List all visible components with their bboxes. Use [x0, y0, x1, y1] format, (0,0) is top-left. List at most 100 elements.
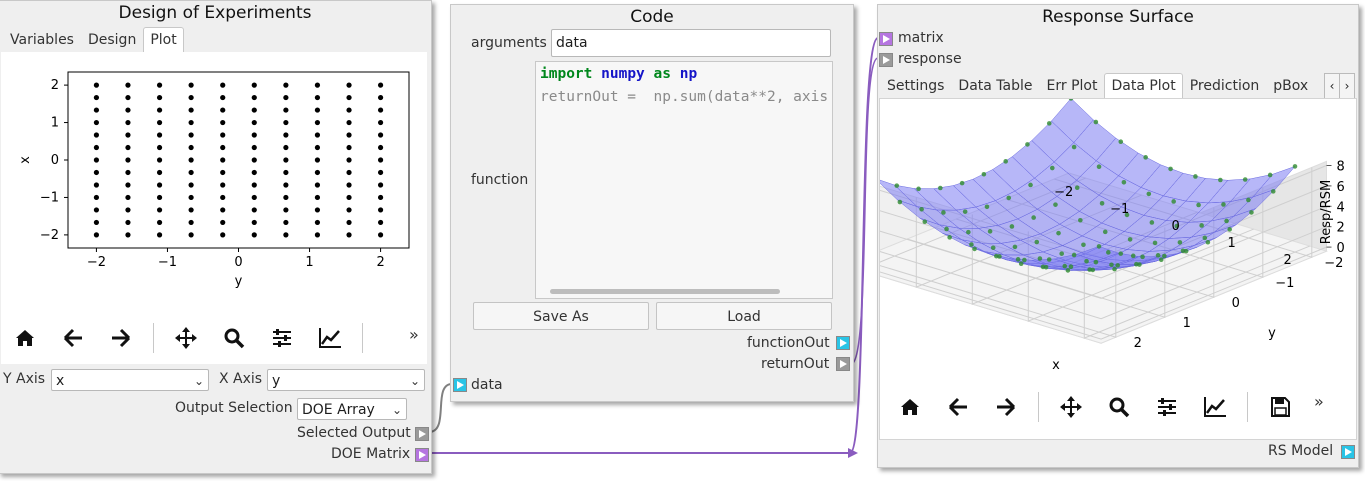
data-point	[1162, 253, 1167, 259]
matrix-port[interactable]	[879, 32, 893, 46]
save-as-button[interactable]: Save As	[473, 302, 649, 330]
tab-scroll-right-button[interactable]: ›	[1339, 73, 1355, 99]
z-tick-label: 0	[1337, 241, 1345, 256]
data-point	[314, 219, 321, 226]
data-point	[981, 171, 987, 177]
data-point	[1205, 239, 1211, 245]
data-point	[1043, 264, 1049, 270]
output-selection-select[interactable]: DOE Array ⌄	[297, 398, 407, 420]
code-node[interactable]: Code arguments data function import nump…	[450, 4, 854, 402]
data-point	[314, 232, 321, 238]
tab-plot[interactable]: Plot	[143, 27, 184, 52]
data-point	[188, 232, 194, 238]
data-point	[1112, 266, 1117, 272]
data-point	[220, 119, 226, 126]
zoom-magnifier-icon[interactable]	[210, 318, 258, 358]
data-point	[220, 232, 226, 238]
data-point	[251, 169, 257, 176]
data-point	[1046, 257, 1052, 262]
data-point	[93, 232, 100, 238]
doe-matrix-port[interactable]	[415, 448, 429, 462]
data-point	[1050, 165, 1055, 171]
data-point	[1158, 257, 1164, 262]
response-port[interactable]	[879, 53, 893, 67]
response-surface-node[interactable]: Response Surface matrix response Setting…	[877, 4, 1359, 468]
data-point	[346, 144, 352, 151]
data-point	[377, 107, 384, 113]
data-point	[283, 94, 289, 101]
load-button[interactable]: Load	[656, 302, 832, 330]
data-point	[1168, 166, 1173, 172]
data-input-port[interactable]	[453, 378, 467, 392]
arguments-input[interactable]: data	[551, 29, 831, 57]
x-tick-label: 1	[305, 255, 313, 270]
data-point	[346, 119, 352, 126]
tab-data-plot[interactable]: Data Plot	[1104, 73, 1183, 98]
data-point	[93, 132, 100, 138]
horizontal-scrollbar[interactable]	[550, 289, 780, 294]
data-point	[220, 182, 226, 188]
back-arrow-icon[interactable]	[49, 318, 97, 358]
home-icon[interactable]	[1, 318, 49, 358]
tab-settings[interactable]: Settings	[887, 78, 945, 94]
data-point	[125, 219, 131, 226]
tab-data-table[interactable]: Data Table	[958, 78, 1033, 94]
selected-output-port[interactable]	[415, 427, 429, 441]
data-point	[1037, 256, 1043, 261]
tab-scroll-left-button[interactable]: ‹	[1324, 73, 1340, 99]
data-point	[220, 82, 226, 88]
data-point	[283, 144, 289, 151]
tab-pbox[interactable]: pBox	[1273, 78, 1309, 94]
data-point	[156, 182, 163, 188]
data-point	[314, 182, 321, 188]
data-point	[251, 194, 257, 201]
y-axis-title: x	[18, 156, 33, 164]
data-point	[894, 183, 900, 188]
configure-sliders-icon[interactable]	[1143, 387, 1191, 427]
tab-variables[interactable]: Variables	[10, 32, 74, 48]
toolbar-more-button[interactable]: »	[409, 324, 419, 344]
home-icon[interactable]	[886, 387, 934, 427]
data-point	[283, 157, 289, 163]
pan-move-icon[interactable]	[1047, 387, 1095, 427]
data-point	[1012, 244, 1018, 250]
data-point	[283, 207, 289, 213]
forward-arrow-icon[interactable]	[97, 318, 145, 358]
zoom-magnifier-icon[interactable]	[1095, 387, 1143, 427]
save-figure-icon[interactable]	[1256, 387, 1304, 427]
y-tick-label: −2	[40, 228, 59, 243]
function-code-editor[interactable]: import numpy as np returnOut = np.sum(da…	[535, 61, 833, 299]
edit-axis-chart-icon[interactable]	[1191, 387, 1239, 427]
data-point	[377, 207, 384, 213]
data-point	[93, 144, 100, 151]
wire-arrow-doe-matrix	[848, 448, 858, 458]
rs-plot-toolbar: »	[886, 387, 1324, 427]
data-point	[220, 132, 226, 138]
y-tick-label: 0	[1232, 296, 1240, 311]
tab-design[interactable]: Design	[87, 32, 137, 48]
toolbar-more-button[interactable]: »	[1314, 391, 1324, 411]
tab-prediction[interactable]: Prediction	[1189, 78, 1260, 94]
data-point	[220, 157, 226, 163]
data-point	[283, 232, 289, 238]
x-axis-select[interactable]: y ⌄	[267, 369, 425, 391]
tab-err-plot[interactable]: Err Plot	[1046, 78, 1098, 94]
function-out-port[interactable]	[836, 336, 850, 350]
pan-move-icon[interactable]	[162, 318, 210, 358]
data-point	[125, 82, 131, 88]
data-point	[314, 107, 321, 113]
doe-node[interactable]: Design of Experiments Variables Design P…	[0, 0, 432, 474]
back-arrow-icon[interactable]	[934, 387, 982, 427]
data-point	[377, 82, 384, 88]
data-point	[1143, 155, 1148, 160]
code-keyword: as	[653, 66, 671, 82]
return-out-port[interactable]	[836, 357, 850, 371]
forward-arrow-icon[interactable]	[982, 387, 1030, 427]
configure-sliders-icon[interactable]	[258, 318, 306, 358]
doe-title: Design of Experiments	[118, 3, 312, 23]
edit-axis-chart-icon[interactable]	[306, 318, 354, 358]
y-tick-label: 1	[1183, 316, 1191, 331]
rs-model-port[interactable]	[1341, 445, 1355, 459]
y-axis-select[interactable]: x ⌄	[51, 369, 209, 391]
